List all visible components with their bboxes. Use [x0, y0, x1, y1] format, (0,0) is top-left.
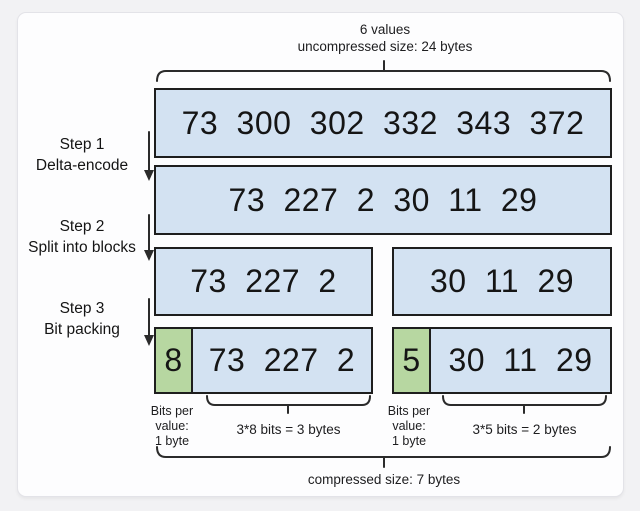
uncompressed-header: 6 values uncompressed size: 24 bytes [235, 21, 535, 55]
delta-values: 73 227 2 30 11 29 [228, 181, 538, 218]
bits-per-value-right-label: Bits per value: 1 byte [371, 404, 447, 449]
bytes-right-label: 3*5 bits = 2 bytes [472, 422, 577, 437]
packed-right-box: 5 30 11 29 [392, 327, 612, 394]
block-left-values: 73 227 2 [190, 263, 337, 299]
step1-title: Step 1 [59, 136, 105, 153]
bits-left-line3: 1 byte [154, 434, 190, 448]
step1-desc: Delta-encode [35, 157, 129, 174]
packed-left-bits: 8 [164, 342, 183, 378]
step3-desc: Bit packing [44, 321, 120, 338]
bytes-left-label: 3*8 bits = 3 bytes [236, 422, 341, 437]
packed-right-bits: 5 [402, 342, 421, 378]
bits-right-line2: value: [392, 419, 426, 433]
block-left-box: 73 227 2 [154, 247, 373, 316]
packed-right-values-cell: 30 11 29 [431, 329, 610, 392]
step3-title: Step 3 [59, 300, 105, 317]
original-values: 73 300 302 332 343 372 [181, 104, 585, 141]
step2-desc: Split into blocks [28, 239, 136, 256]
compressed-size-label: compressed size: 7 bytes [307, 472, 461, 487]
bits-left-line2: value: [155, 419, 189, 433]
original-values-box: 73 300 302 332 343 372 [154, 88, 612, 158]
bits-right-line1: Bits per [387, 404, 431, 418]
value-count-label: 6 values [359, 22, 411, 37]
bits-left-line1: Bits per [150, 404, 194, 418]
uncompressed-size-label: uncompressed size: 24 bytes [297, 39, 473, 54]
block-right-box: 30 11 29 [392, 247, 612, 316]
packed-right-values: 30 11 29 [448, 342, 593, 378]
packed-left-values: 73 227 2 [208, 342, 356, 378]
block-right-values: 30 11 29 [429, 263, 575, 299]
packed-left-box: 8 73 227 2 [154, 327, 373, 394]
bits-per-value-left-label: Bits per value: 1 byte [134, 404, 210, 449]
packed-right-bits-cell: 5 [394, 329, 431, 392]
step1-label: Step 1 Delta-encode [12, 134, 152, 176]
packed-left-bits-cell: 8 [156, 329, 193, 392]
packed-left-values-cell: 73 227 2 [193, 329, 371, 392]
step3-label: Step 3 Bit packing [12, 298, 152, 340]
step2-label: Step 2 Split into blocks [12, 216, 152, 258]
bits-right-line3: 1 byte [391, 434, 427, 448]
delta-values-box: 73 227 2 30 11 29 [154, 165, 612, 235]
step2-title: Step 2 [59, 218, 105, 235]
